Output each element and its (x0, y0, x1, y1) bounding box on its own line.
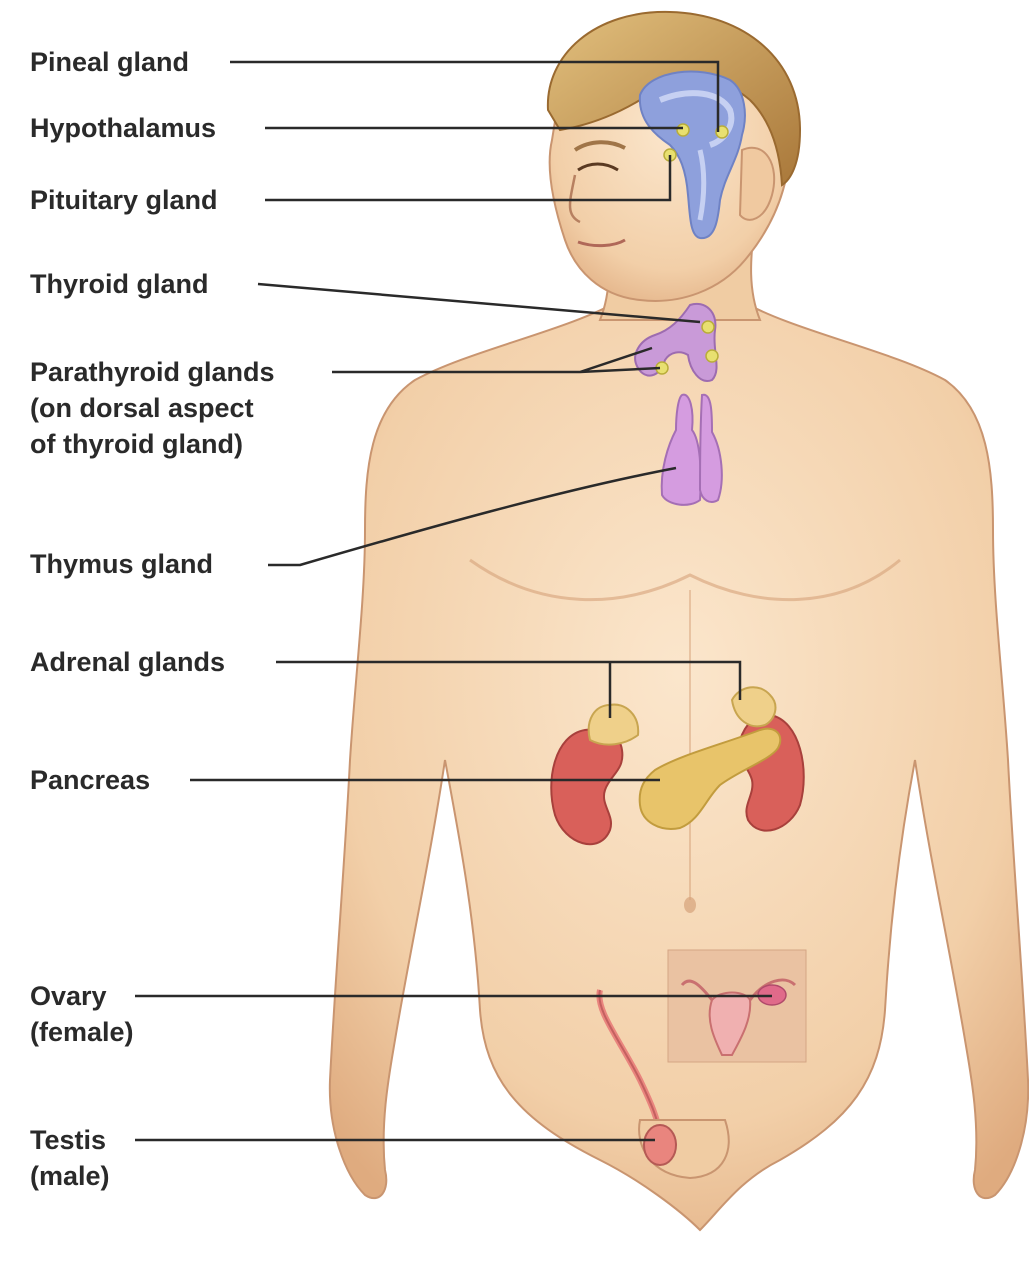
label-pituitary-text: Pituitary gland (30, 182, 218, 218)
label-pineal-text: Pineal gland (30, 44, 189, 80)
testis-shape (644, 1125, 676, 1165)
label-thyroid-gland: Thyroid gland (30, 266, 209, 302)
label-hypothalamus-text: Hypothalamus (30, 110, 216, 146)
label-testis-line1: Testis (30, 1122, 110, 1158)
label-adrenal-text: Adrenal glands (30, 644, 225, 680)
label-testis: Testis (male) (30, 1122, 110, 1194)
label-testis-line2: (male) (30, 1158, 110, 1194)
label-ovary: Ovary (female) (30, 978, 134, 1050)
label-thymus-text: Thymus gland (30, 546, 213, 582)
label-pancreas: Pancreas (30, 762, 150, 798)
hypothalamus-dot (677, 124, 689, 136)
label-pituitary-gland: Pituitary gland (30, 182, 218, 218)
label-adrenal-glands: Adrenal glands (30, 644, 225, 680)
label-ovary-line2: (female) (30, 1014, 134, 1050)
label-pineal-gland: Pineal gland (30, 44, 189, 80)
label-parathyroid-glands: Parathyroid glands (on dorsal aspect of … (30, 354, 275, 462)
label-pancreas-text: Pancreas (30, 762, 150, 798)
label-thymus-gland: Thymus gland (30, 546, 213, 582)
label-ovary-line1: Ovary (30, 978, 134, 1014)
label-parathyroid-line2: (on dorsal aspect (30, 390, 275, 426)
ovary-inset (668, 950, 806, 1062)
label-hypothalamus: Hypothalamus (30, 110, 216, 146)
label-parathyroid-line1: Parathyroid glands (30, 354, 275, 390)
label-parathyroid-line3: of thyroid gland) (30, 426, 275, 462)
label-thyroid-text: Thyroid gland (30, 266, 209, 302)
